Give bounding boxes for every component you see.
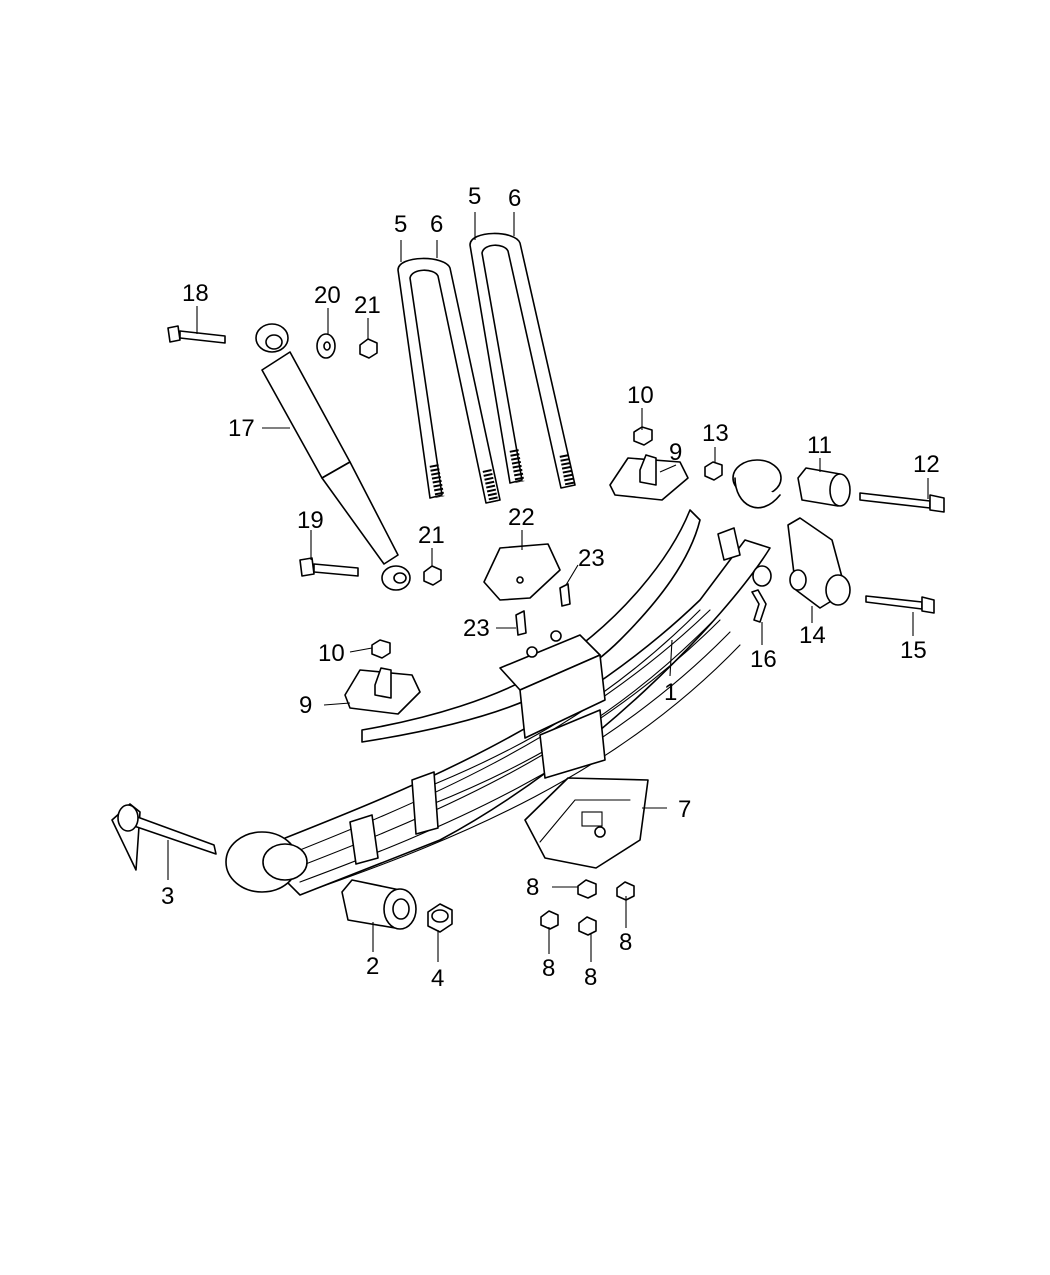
flange-nut-front bbox=[427, 903, 453, 933]
shackle-bolt-lower bbox=[865, 595, 935, 614]
callout-18: 18 bbox=[182, 280, 209, 307]
callout-15: 15 bbox=[900, 637, 927, 664]
callout-5a: 5 bbox=[394, 211, 407, 238]
callout-23b: 23 bbox=[463, 615, 490, 642]
bolt-23-right bbox=[559, 583, 571, 607]
callout-3: 3 bbox=[161, 883, 174, 910]
callout-17: 17 bbox=[228, 415, 255, 442]
callout-8a: 8 bbox=[526, 874, 539, 901]
callout-2: 2 bbox=[366, 953, 379, 980]
callout-8c: 8 bbox=[542, 955, 555, 982]
nut-21-lower bbox=[423, 565, 442, 586]
shackle-bolt-upper bbox=[859, 492, 945, 513]
nut-13 bbox=[704, 461, 723, 481]
u-bolt-right bbox=[469, 232, 576, 489]
nut-10-left bbox=[371, 639, 391, 659]
callout-8b: 8 bbox=[619, 929, 632, 956]
callout-10a: 10 bbox=[627, 382, 654, 409]
spring-plate bbox=[524, 777, 649, 869]
front-spring-bolt bbox=[111, 803, 217, 871]
callout-5b: 5 bbox=[468, 183, 481, 210]
callout-14: 14 bbox=[799, 622, 826, 649]
callout-7: 7 bbox=[678, 796, 691, 823]
bushing-front bbox=[341, 879, 417, 930]
nut-8a bbox=[577, 879, 597, 899]
bumper-9-left bbox=[344, 667, 421, 715]
shock-bolt-upper bbox=[167, 325, 226, 344]
callout-9a: 9 bbox=[669, 439, 682, 466]
u-bolt-left bbox=[397, 257, 501, 504]
retainer-clip bbox=[751, 565, 772, 623]
callout-11: 11 bbox=[807, 432, 832, 459]
nut-8d bbox=[578, 916, 597, 936]
bracket bbox=[483, 543, 561, 601]
leader-lines bbox=[167, 212, 929, 962]
callout-21b: 21 bbox=[418, 522, 445, 549]
nut-8c bbox=[540, 910, 559, 930]
shock-bolt-lower bbox=[299, 557, 359, 577]
leaf-spring bbox=[225, 459, 782, 896]
callout-12: 12 bbox=[913, 451, 940, 478]
callout-22: 22 bbox=[508, 504, 535, 531]
callout-21a: 21 bbox=[354, 292, 381, 319]
spring-shackle bbox=[787, 517, 851, 609]
callout-20: 20 bbox=[314, 282, 341, 309]
washer bbox=[316, 333, 336, 359]
callout-16: 16 bbox=[750, 646, 777, 673]
callout-8d: 8 bbox=[584, 964, 597, 991]
bushing-rear bbox=[797, 467, 851, 507]
callout-6a: 6 bbox=[430, 211, 443, 238]
callout-10b: 10 bbox=[318, 640, 345, 667]
callout-1: 1 bbox=[664, 679, 677, 706]
callout-labels: 1 2 3 4 5 6 5 6 7 8 8 8 8 9 9 10 10 11 1… bbox=[161, 183, 940, 992]
callout-19: 19 bbox=[297, 507, 324, 534]
shock-absorber bbox=[255, 323, 411, 591]
callout-4: 4 bbox=[431, 965, 444, 992]
callout-6b: 6 bbox=[508, 185, 521, 212]
bolt-23-left bbox=[515, 610, 527, 636]
nut-21-upper bbox=[359, 338, 378, 359]
callout-9b: 9 bbox=[299, 692, 312, 719]
callout-23a: 23 bbox=[578, 545, 605, 572]
nut-10-right bbox=[633, 426, 653, 446]
callout-13: 13 bbox=[702, 420, 729, 447]
nut-8b bbox=[616, 881, 635, 901]
